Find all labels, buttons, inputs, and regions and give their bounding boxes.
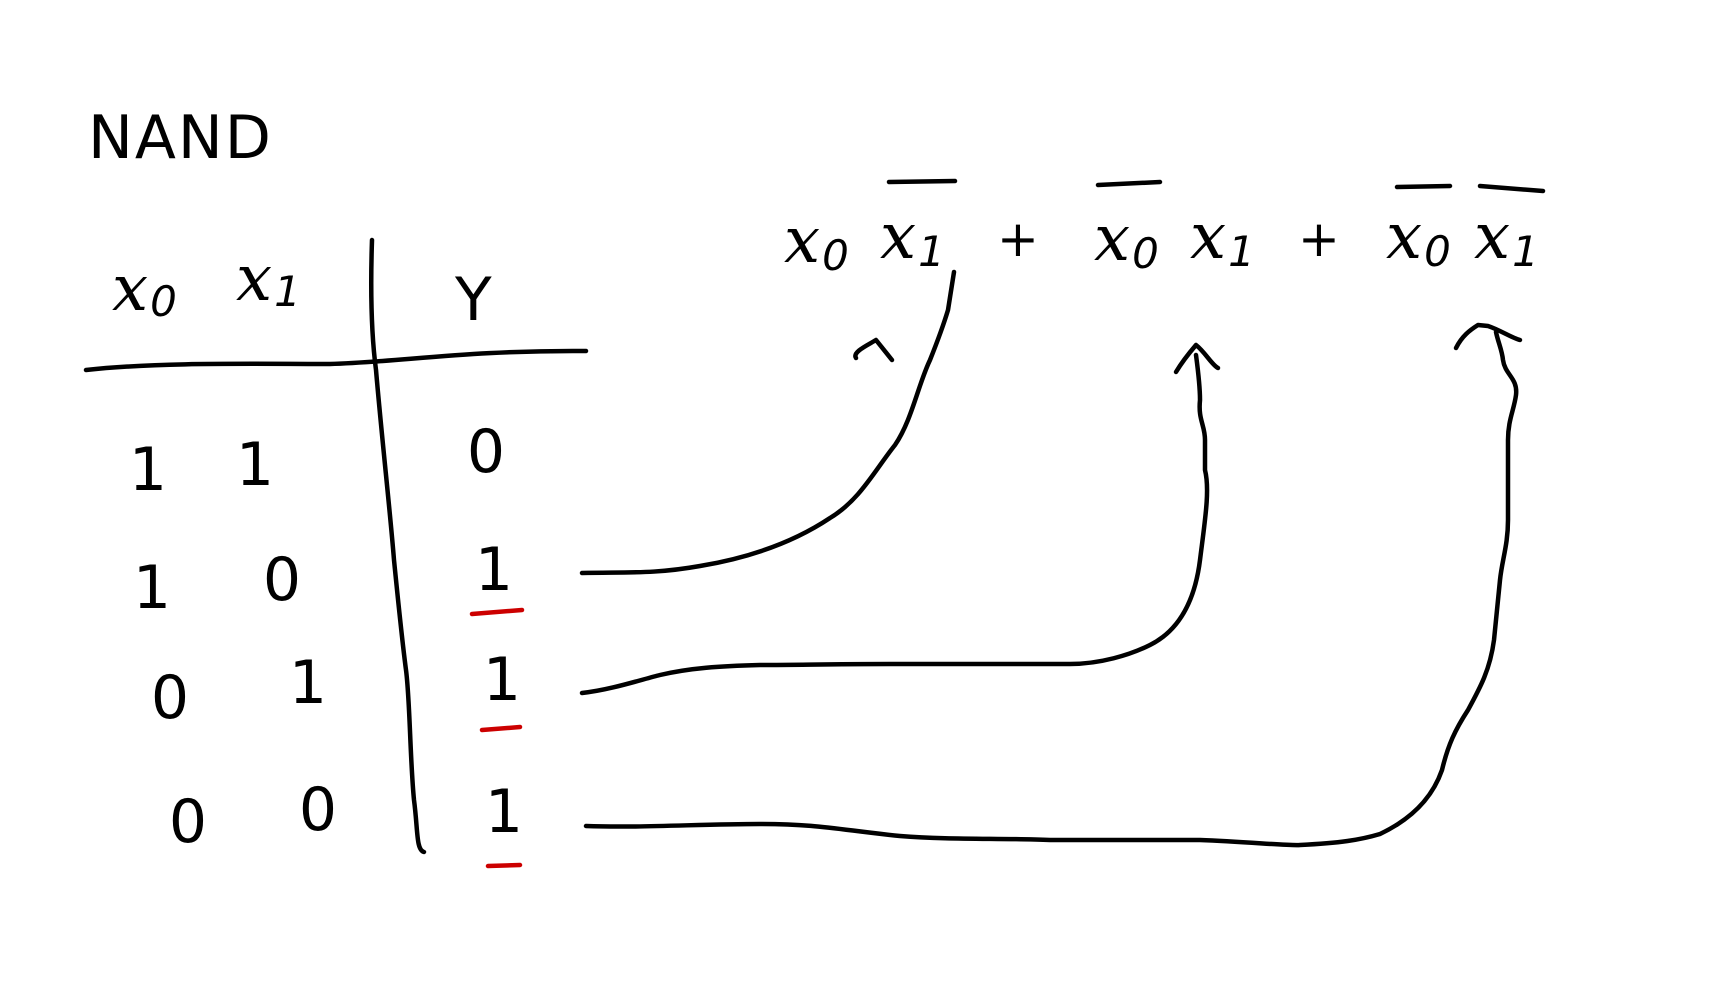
term2-x0-bar — [1095, 179, 1163, 188]
expression-term-3: x0 x1 — [1386, 183, 1546, 276]
table-body: 1 1 0 1 0 1 0 1 1 0 0 1 — [129, 417, 523, 857]
term3-x1-bar — [1477, 183, 1546, 194]
row4-x0: 0 — [169, 787, 207, 857]
expression-term-2: x0 x1 — [1094, 179, 1255, 278]
row1-x0: 1 — [129, 435, 167, 505]
row2-y: 1 — [475, 535, 513, 605]
term2-x1: x1 — [1190, 200, 1255, 276]
row3-y: 1 — [483, 645, 521, 715]
arrow-row4-to-term3 — [583, 322, 1523, 848]
term3-x0: x0 — [1386, 200, 1451, 276]
term1-x1: x1 — [880, 200, 945, 276]
arrow-2-head — [1173, 342, 1221, 375]
row2-mark — [469, 607, 525, 617]
arrow-1-head — [853, 337, 895, 363]
arrow-2-curve — [579, 352, 1210, 696]
arrow-row3-to-term2 — [579, 342, 1221, 696]
arrow-row2-to-term1 — [579, 269, 957, 576]
title: NAND — [88, 103, 273, 173]
term1-x1-bar — [886, 178, 958, 185]
term1-x0: x0 — [784, 204, 849, 280]
expression-term-1: x0 x1 — [784, 178, 958, 280]
row1-x1: 1 — [236, 430, 274, 500]
arrow-1-curve — [579, 269, 957, 576]
term2-x0: x0 — [1094, 202, 1159, 278]
plus-2: + — [1298, 210, 1340, 268]
row2-x0: 1 — [133, 553, 171, 623]
row4-y: 1 — [485, 777, 523, 847]
table-headers: x0 x1 Y — [112, 242, 494, 335]
header-x1: x1 — [236, 242, 301, 316]
table-vertical-line — [368, 237, 427, 855]
row4-mark — [485, 862, 523, 869]
row2-x1: 0 — [263, 545, 301, 615]
table-horizontal-line — [83, 348, 589, 373]
row3-mark — [479, 724, 523, 733]
plus-1: + — [997, 210, 1039, 268]
arrow-3-curve — [583, 329, 1519, 848]
header-y: Y — [454, 265, 494, 335]
arrow-3-head — [1453, 322, 1523, 351]
row1-y: 0 — [467, 417, 505, 487]
row4-x1: 0 — [299, 775, 337, 845]
row3-x0: 0 — [151, 663, 189, 733]
row3-x1: 1 — [289, 648, 327, 718]
header-x0: x0 — [112, 252, 177, 326]
term3-x1: x1 — [1474, 200, 1539, 276]
term3-x0-bar — [1394, 183, 1453, 190]
